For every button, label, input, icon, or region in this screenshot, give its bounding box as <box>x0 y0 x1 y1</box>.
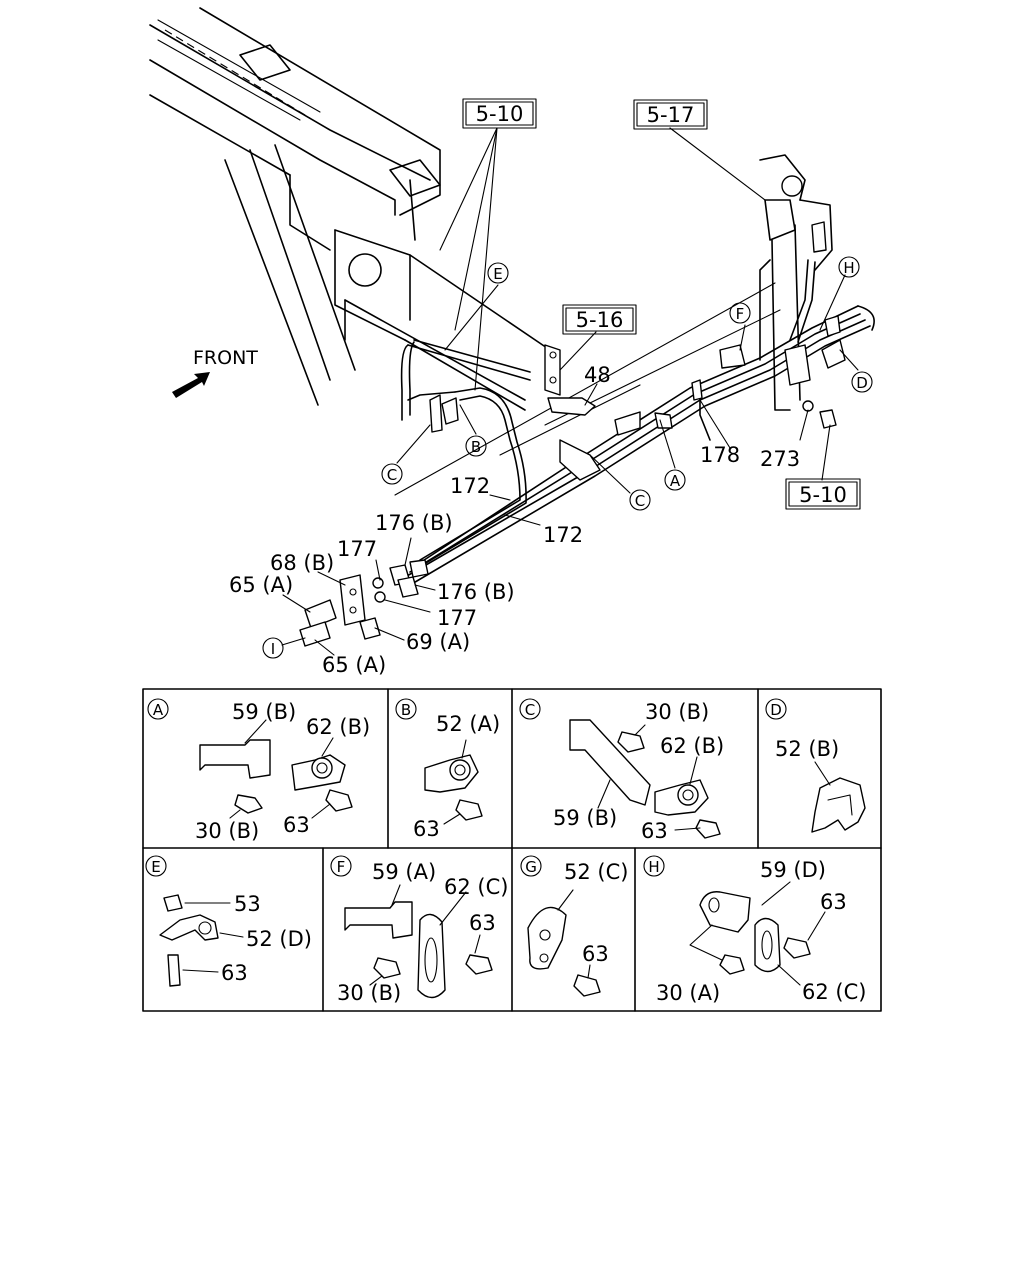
callout-I: I <box>262 637 284 659</box>
svg-text:I: I <box>271 640 275 658</box>
svg-text:59 (B): 59 (B) <box>232 700 296 724</box>
ref-box-label: 5-16 <box>576 308 624 332</box>
part-label: 177 <box>337 537 377 561</box>
part-label: 172 <box>450 474 490 498</box>
ref-box-label: 5-10 <box>476 102 524 126</box>
svg-text:59 (B): 59 (B) <box>553 806 617 830</box>
part-label: 178 <box>700 443 740 467</box>
brake-pipes <box>399 305 875 589</box>
part-labels: 48 178 273 172 172 176 (B) 176 (B) 177 1… <box>229 363 800 677</box>
svg-text:E: E <box>151 858 160 876</box>
fitting-cluster <box>299 559 429 647</box>
svg-text:E: E <box>493 265 502 283</box>
svg-text:62 (B): 62 (B) <box>660 734 724 758</box>
pipe-brackets <box>429 315 841 481</box>
ref-box-label: 5-17 <box>647 103 695 127</box>
detail-G: G 52 (C) 63 <box>520 855 628 997</box>
callout-B: B <box>465 435 487 457</box>
callout-A: A <box>664 469 686 491</box>
ref-box-5-17: 5-17 <box>633 99 708 130</box>
svg-text:63: 63 <box>469 911 496 935</box>
callout-F: F <box>729 302 751 324</box>
svg-text:C: C <box>635 492 645 510</box>
detail-H: H 59 (D) 63 30 (A) 62 (C) <box>643 855 866 1005</box>
svg-text:63: 63 <box>283 813 310 837</box>
front-label: FRONT <box>193 347 258 369</box>
part-label: 176 (B) <box>437 580 515 604</box>
ref-box-5-10-right: 5-10 <box>785 478 861 510</box>
leader-lines <box>281 127 859 656</box>
part-label: 177 <box>437 606 477 630</box>
callout-C: C <box>629 489 651 511</box>
svg-text:B: B <box>471 438 481 456</box>
detail-B: B 52 (A) 63 <box>395 698 500 841</box>
svg-text:62 (B): 62 (B) <box>306 715 370 739</box>
svg-text:F: F <box>337 858 346 876</box>
svg-text:63: 63 <box>221 961 248 985</box>
part-label: 69 (A) <box>406 630 470 654</box>
svg-text:52 (A): 52 (A) <box>436 712 500 736</box>
svg-text:52 (D): 52 (D) <box>246 927 312 951</box>
svg-text:63: 63 <box>582 942 609 966</box>
svg-text:63: 63 <box>413 817 440 841</box>
svg-text:H: H <box>648 858 659 876</box>
svg-text:30 (A): 30 (A) <box>656 981 720 1005</box>
detail-F: F 59 (A) 62 (C) 63 30 (B) <box>330 855 508 1005</box>
svg-text:62 (C): 62 (C) <box>444 875 508 899</box>
part-label: 176 (B) <box>375 511 453 535</box>
detail-E: E 53 52 (D) 63 <box>145 855 312 987</box>
part-label: 273 <box>760 447 800 471</box>
callout-H: H <box>838 256 860 278</box>
part-label: 65 (A) <box>322 653 386 677</box>
svg-text:D: D <box>770 701 782 719</box>
part-label: 48 <box>584 363 611 387</box>
svg-text:G: G <box>525 858 537 876</box>
valve-assembly <box>759 154 846 429</box>
front-arrow: FRONT <box>172 347 258 398</box>
svg-text:H: H <box>843 259 854 277</box>
svg-text:D: D <box>856 374 868 392</box>
svg-text:30 (B): 30 (B) <box>645 700 709 724</box>
svg-text:A: A <box>670 472 681 490</box>
svg-text:C: C <box>387 466 397 484</box>
part-label: 172 <box>543 523 583 547</box>
callout-E: E <box>487 262 509 284</box>
detail-grid <box>142 688 882 1012</box>
svg-text:F: F <box>736 305 745 323</box>
ref-box-5-10-top: 5-10 <box>462 98 537 129</box>
ref-box-label: 5-10 <box>799 483 847 507</box>
svg-text:C: C <box>525 701 535 719</box>
svg-text:B: B <box>401 701 411 719</box>
callout-D: D <box>851 371 873 393</box>
part-label: 68 (B) <box>270 551 334 575</box>
detail-A: A 59 (B) 62 (B) 30 (B) 63 <box>147 698 370 843</box>
svg-text:30 (B): 30 (B) <box>195 819 259 843</box>
detail-D: D 52 (B) <box>765 698 866 833</box>
svg-text:63: 63 <box>820 890 847 914</box>
svg-text:59 (D): 59 (D) <box>760 858 826 882</box>
part-label: 65 (A) <box>229 573 293 597</box>
chassis-frame <box>149 7 781 496</box>
svg-text:52 (C): 52 (C) <box>564 860 628 884</box>
svg-text:52 (B): 52 (B) <box>775 737 839 761</box>
svg-text:A: A <box>153 701 164 719</box>
svg-text:59 (A): 59 (A) <box>372 860 436 884</box>
callout-C-left: C <box>381 463 403 485</box>
svg-text:63: 63 <box>641 819 668 843</box>
detail-C: C 30 (B) 62 (B) 59 (B) 63 <box>519 698 724 843</box>
svg-text:30 (B): 30 (B) <box>337 981 401 1005</box>
ref-box-5-16: 5-16 <box>562 304 637 335</box>
svg-text:62 (C): 62 (C) <box>802 980 866 1004</box>
svg-text:53: 53 <box>234 892 261 916</box>
